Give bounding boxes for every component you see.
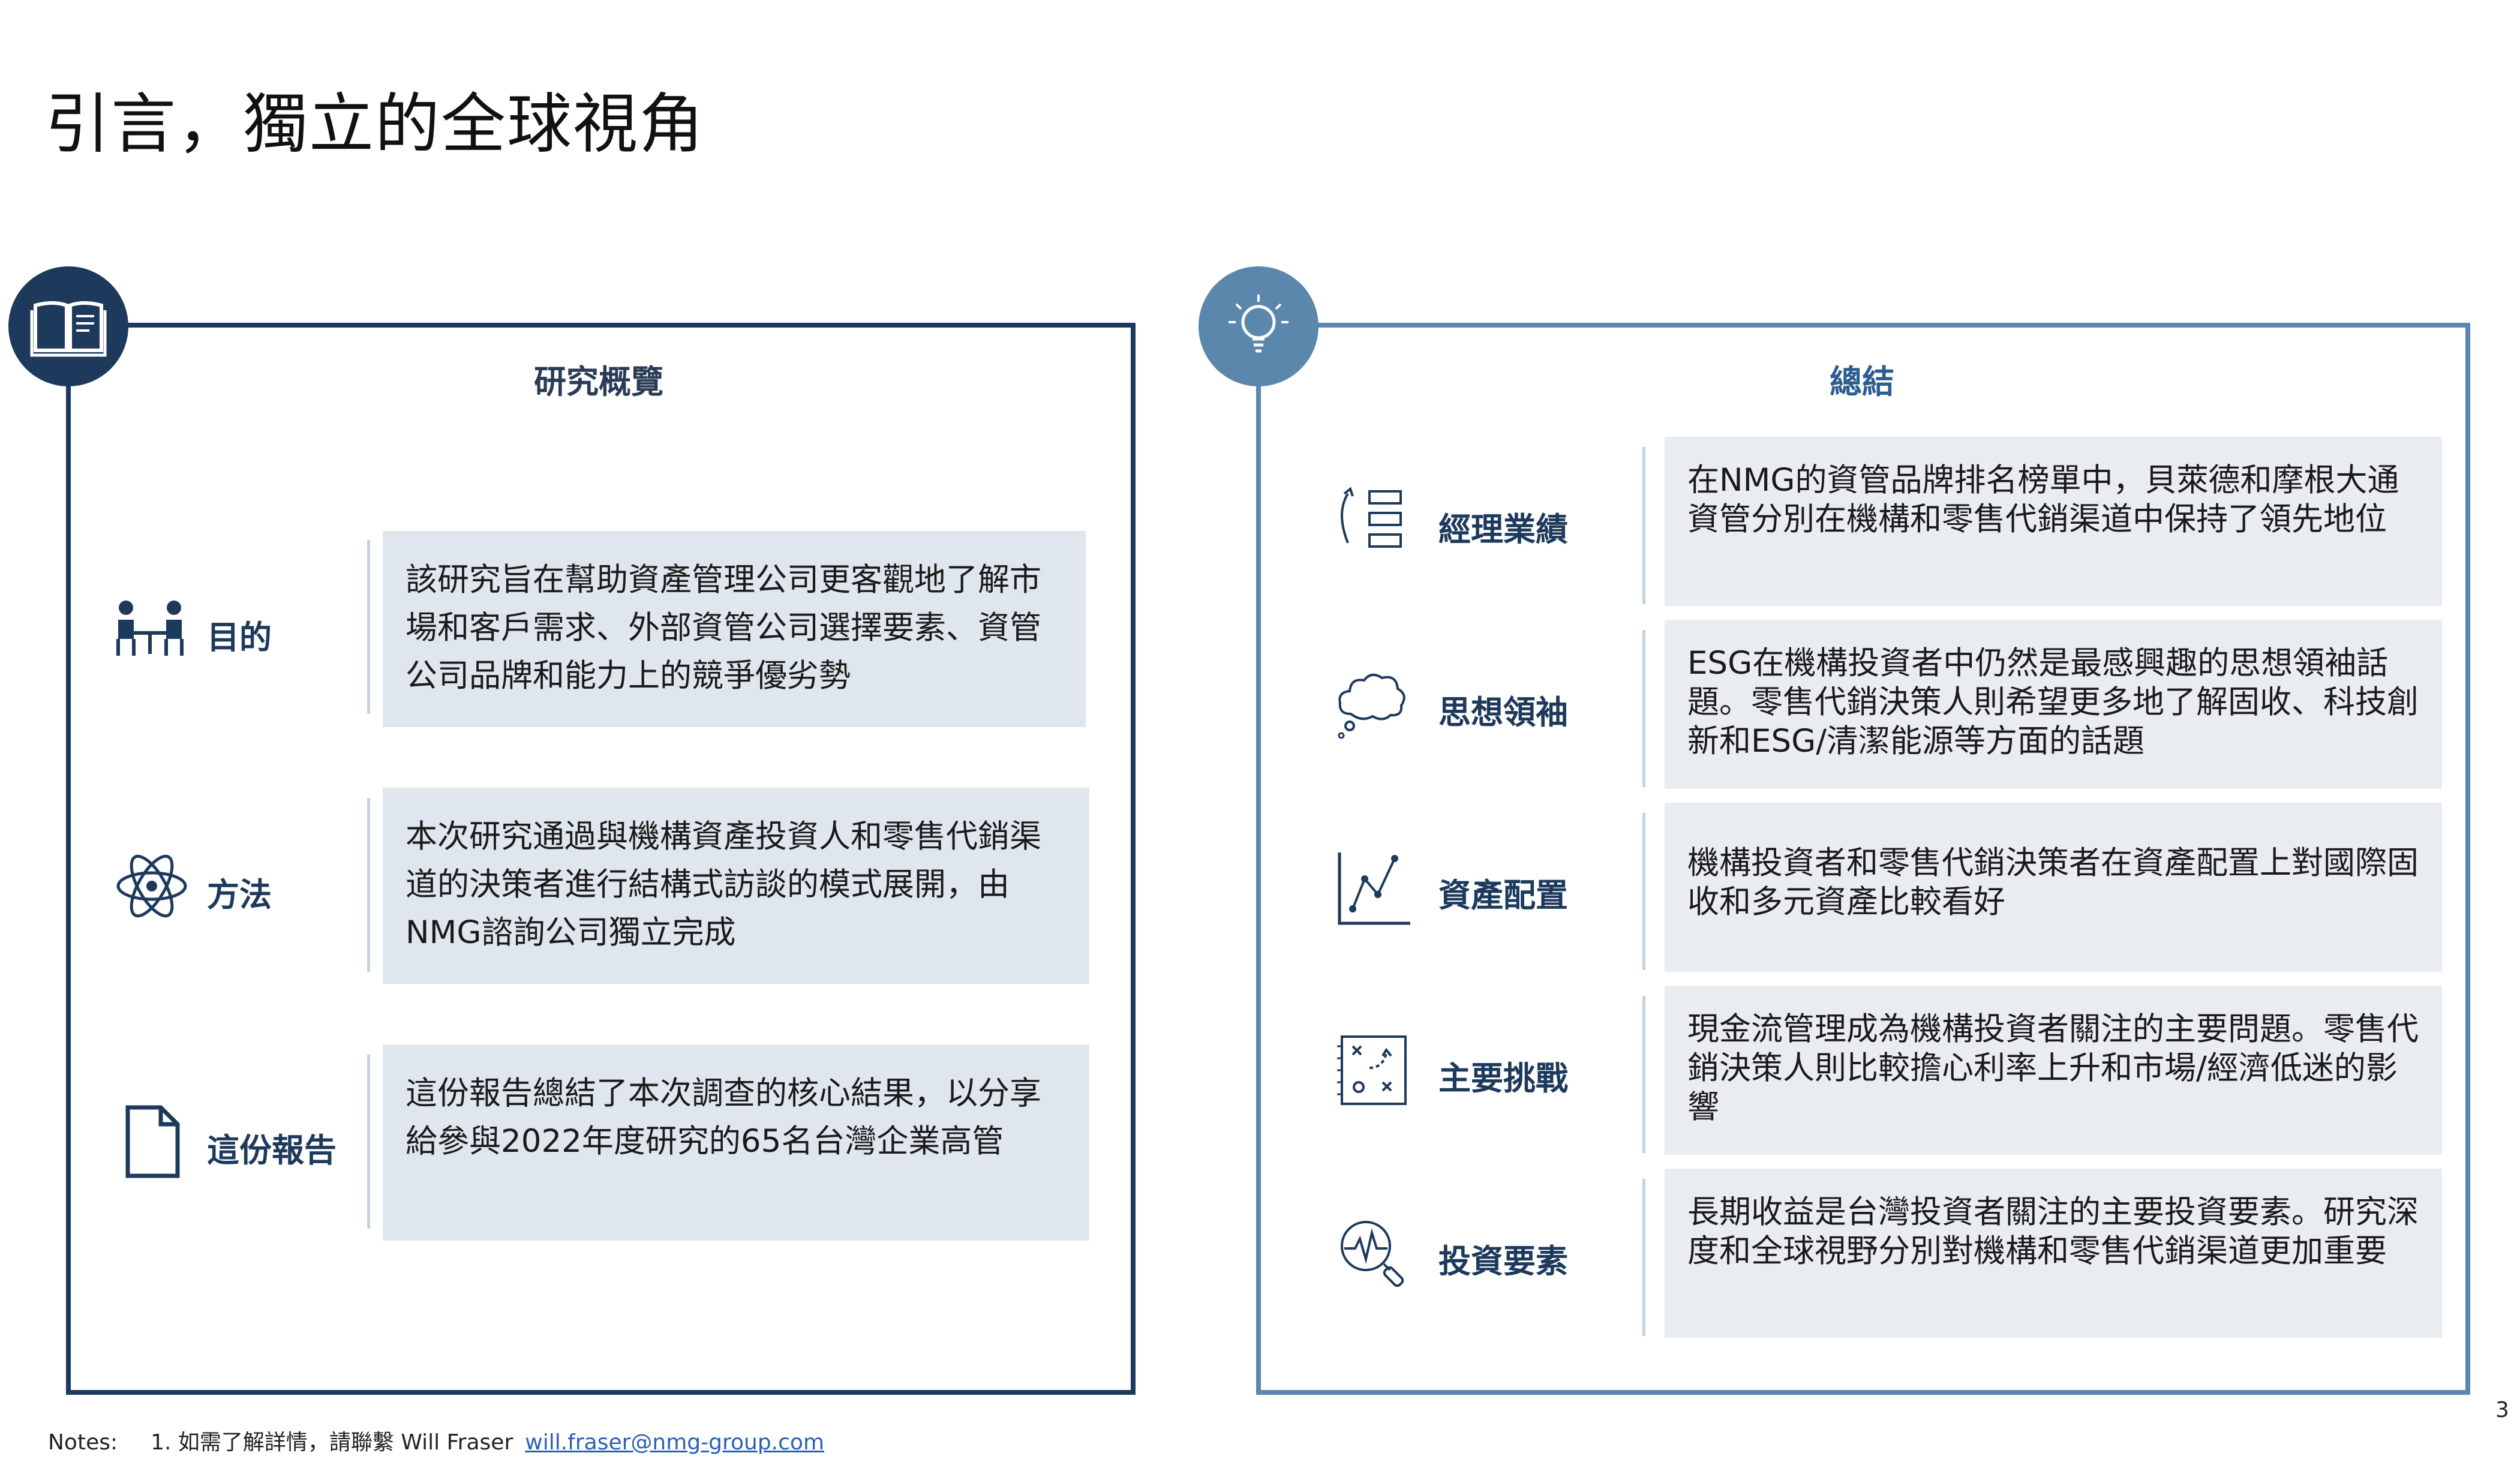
ranking-list-icon xyxy=(1335,483,1413,561)
lightbulb-icon xyxy=(1199,266,1318,386)
open-book-icon xyxy=(8,266,128,386)
method-text: 本次研究通過與機構資產投資人和零售代銷渠道的決策者進行結構式訪談的模式展開，由N… xyxy=(383,788,1089,984)
row-label-key-challenges: 主要挑戰 xyxy=(1438,1059,1568,1097)
row-label-asset-allocation: 資產配置 xyxy=(1438,876,1568,914)
row-label-purpose: 目的 xyxy=(207,619,272,656)
row-label-this-report: 這份報告 xyxy=(207,1131,337,1169)
divider xyxy=(367,798,370,972)
thought-cloud-icon xyxy=(1333,666,1411,744)
panel-heading-overview: 研究概覽 xyxy=(534,363,663,401)
page-title: 引言，獨立的全球視角 xyxy=(45,87,705,162)
meeting-people-icon xyxy=(111,591,189,669)
thought-leadership-text: ESG在機構投資者中仍然是最感興趣的思想領袖話題。零售代銷決策人則希望更多地了解… xyxy=(1665,620,2442,789)
footnotes: Notes: 1. 如需了解詳情，請聯繫 Will Fraser will.fras… xyxy=(48,1425,824,1456)
row-label-thought-leadership: 思想領袖 xyxy=(1438,694,1568,731)
row-label-method: 方法 xyxy=(207,876,272,914)
magnifier-pulse-icon xyxy=(1335,1215,1413,1293)
manager-performance-text: 在NMG的資管品牌排名榜單中，貝萊德和摩根大通資管分別在機構和零售代銷渠道中保持… xyxy=(1665,437,2442,606)
divider xyxy=(1642,630,1645,787)
divider xyxy=(367,1055,370,1229)
asset-allocation-text: 機構投資者和零售代銷決策者在資產配置上對國際固收和多元資產比較看好 xyxy=(1665,803,2442,972)
divider xyxy=(1642,1179,1645,1336)
purpose-text: 該研究旨在幫助資產管理公司更客觀地了解市場和客戶需求、外部資管公司選擇要素、資管… xyxy=(383,531,1086,727)
contact-email-link[interactable]: will.fraser@nmg-group.com xyxy=(525,1430,825,1455)
divider xyxy=(1642,447,1645,604)
line-chart-icon xyxy=(1335,849,1413,927)
divider xyxy=(1642,813,1645,970)
document-icon xyxy=(113,1103,191,1181)
key-challenges-text: 現金流管理成為機構投資者關注的主要問題。零售代銷決策人則比較擔心利率上升和市場/… xyxy=(1665,986,2442,1155)
panel-heading-summary: 總結 xyxy=(1830,363,1894,401)
strategy-board-icon xyxy=(1335,1032,1413,1110)
divider xyxy=(367,540,370,714)
notes-label: Notes: xyxy=(48,1430,118,1455)
atom-icon xyxy=(113,847,191,925)
page-number: 3 xyxy=(2495,1398,2509,1422)
row-label-investment-factors: 投資要素 xyxy=(1438,1242,1568,1280)
divider xyxy=(1642,996,1645,1153)
notes-item: 1. 如需了解詳情，請聯繫 Will Fraser xyxy=(151,1430,513,1455)
investment-factors-text: 長期收益是台灣投資者關注的主要投資要素。研究深度和全球視野分別對機構和零售代銷渠… xyxy=(1665,1169,2442,1338)
row-label-manager-performance: 經理業績 xyxy=(1438,511,1568,548)
report-text: 這份報告總結了本次調查的核心結果，以分享給參與2022年度研究的65名台灣企業高… xyxy=(383,1044,1089,1241)
